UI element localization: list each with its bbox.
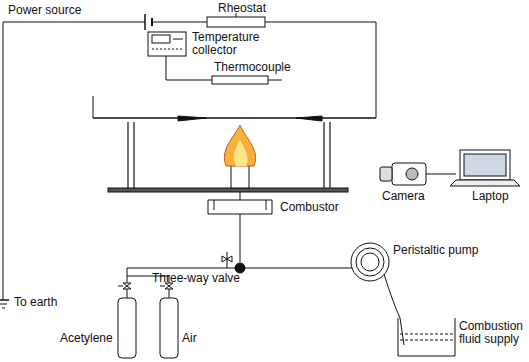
part-label: Combustor [280, 201, 339, 214]
part-label: Laptop [472, 190, 509, 203]
part-label: To earth [14, 296, 57, 309]
part-label: Camera [382, 190, 425, 203]
part-label: Air [182, 332, 197, 345]
part-label: Peristaltic pump [393, 244, 478, 257]
part-label: Combustion fluid supply [459, 320, 527, 346]
part-label: Rheostat [218, 2, 266, 15]
part-label: Temperature collector [192, 31, 272, 57]
part-label: Acetylene [60, 332, 113, 345]
part-label: Thermocouple [214, 61, 291, 74]
part-label: Power source [8, 4, 81, 17]
part-label: Three-way valve [152, 272, 240, 285]
